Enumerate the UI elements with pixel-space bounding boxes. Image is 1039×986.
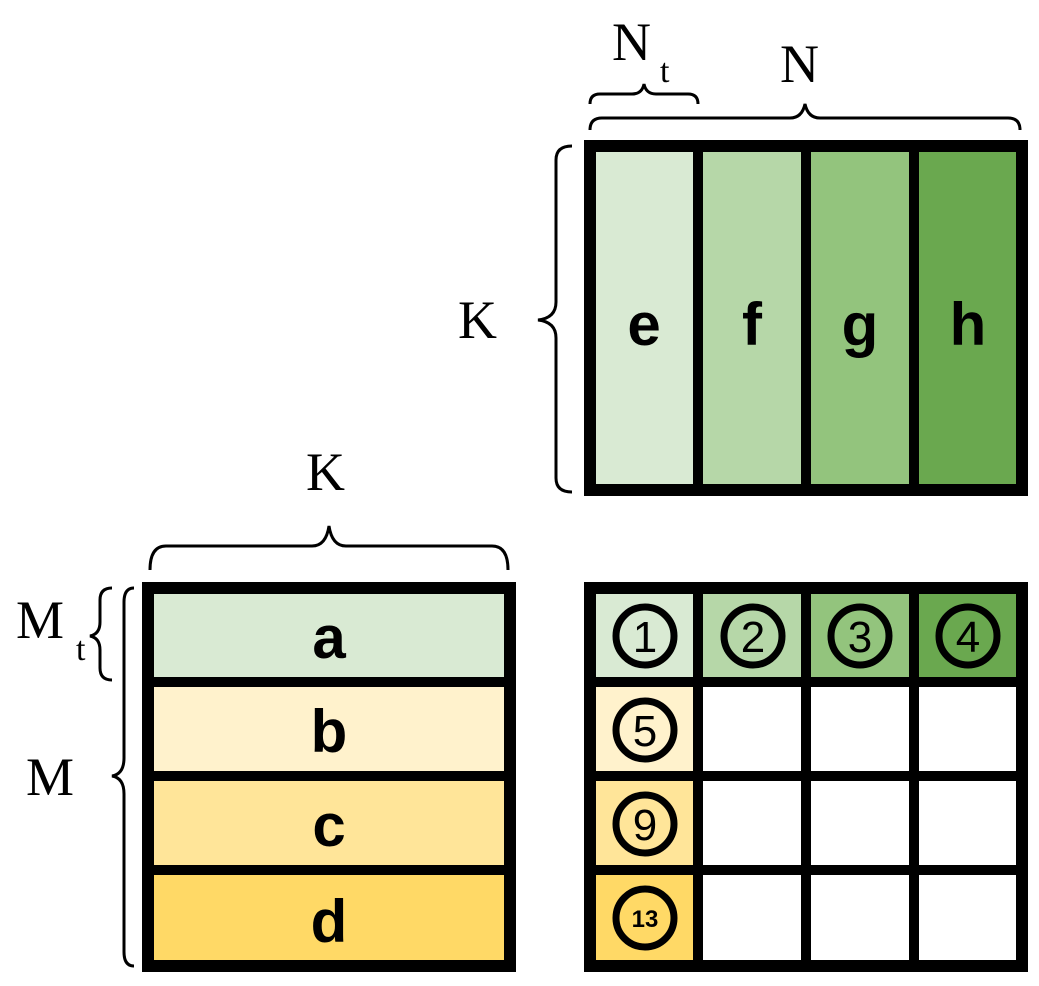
matrix-a-label-b: b (311, 698, 348, 765)
circled-number-4: 4 (956, 613, 980, 662)
matrix-a-label-c: c (312, 792, 345, 859)
matrix-a-row-c (148, 776, 510, 870)
circled-number-5-icon (612, 697, 678, 763)
circled-number-1: 1 (633, 613, 657, 662)
circled-number-1-icon (612, 603, 678, 669)
brace-n (588, 103, 1022, 131)
label-n: N (780, 34, 819, 94)
matrix-b-label-g: g (842, 291, 879, 358)
matrix-b-col-g (806, 146, 914, 490)
label-m-t: M (16, 590, 64, 650)
circled-number-9-icon (612, 791, 678, 857)
circled-number-3: 3 (848, 613, 872, 662)
label-k-top: K (458, 290, 497, 350)
circled-number-13-icon (612, 885, 678, 951)
circled-number-13: 13 (632, 906, 659, 933)
matrix-a-row-b (148, 682, 510, 776)
matrix-b-label-h: h (950, 291, 987, 358)
matrix-a-row-d (148, 870, 510, 966)
matrix-a: a b c d (142, 582, 516, 972)
circled-number-4-icon (935, 603, 1001, 669)
circled-number-2: 2 (741, 613, 765, 662)
matrix-b-label-e: e (627, 291, 660, 358)
matrix-a-label-d: d (311, 888, 348, 955)
brace-k-top (537, 144, 573, 494)
matrix-b: e f g h (584, 140, 1028, 496)
circled-number-3-icon (827, 603, 893, 669)
circled-number-5: 5 (633, 707, 657, 756)
circled-number-9: 9 (633, 801, 657, 850)
matrix-a-row-a (148, 588, 510, 682)
matrix-a-label-a: a (312, 604, 346, 671)
brace-k-left (148, 525, 510, 571)
matrix-b-label-f: f (742, 291, 763, 358)
brace-m-t (89, 586, 113, 682)
circled-number-2-icon (720, 603, 786, 669)
label-m: M (26, 747, 74, 807)
matrix-c: 1 2 3 4 5 9 13 (584, 582, 1028, 972)
label-n-t-subscript: t (660, 53, 670, 90)
brace-n-t (588, 83, 700, 105)
matrix-b-col-e (590, 146, 698, 490)
brace-m (111, 586, 135, 968)
matrix-b-col-f (698, 146, 806, 490)
label-m-t-subscript: t (76, 631, 86, 668)
label-k-left: K (306, 442, 345, 502)
matrix-b-col-h (914, 146, 1022, 490)
label-n-t: N (612, 12, 651, 72)
